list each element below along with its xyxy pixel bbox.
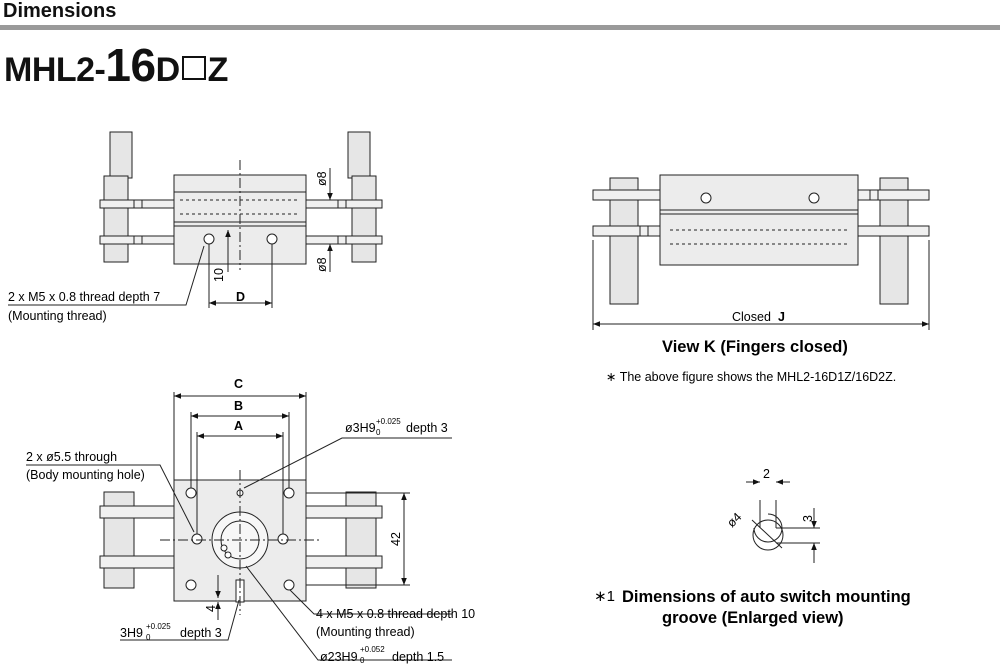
- top-view: [26, 392, 452, 661]
- bore-callout: ø23H9 +0.052 0 depth 1.5: [320, 645, 444, 665]
- section-header: Dimensions: [0, 0, 1000, 34]
- through-callout-line2: (Body mounting hole): [26, 468, 145, 482]
- bore-main: ø23H9: [320, 650, 358, 664]
- model-suffix-z: Z: [207, 51, 229, 89]
- hole-bottom-sup: +0.025: [146, 622, 171, 631]
- dim-d: D: [236, 290, 245, 304]
- vk-body: [659, 174, 859, 266]
- hole-top-depth: depth 3: [406, 421, 448, 435]
- model-option-box: [181, 56, 206, 80]
- hole-top-sub: 0: [376, 428, 381, 437]
- through-callout-line1: 2 x ø5.5 through: [26, 450, 117, 464]
- bore-sup: +0.052: [360, 645, 385, 654]
- left-finger-lower: [103, 175, 129, 263]
- model-prefix: MHL2-: [4, 51, 106, 89]
- view-k-note: ∗ The above figure shows the MHL2-16D1Z/…: [606, 370, 896, 384]
- hole-bottom-depth: depth 3: [180, 626, 222, 640]
- thread-callout-line2: (Mounting thread): [8, 309, 107, 323]
- dim-o8-bottom: ø8: [315, 257, 329, 272]
- closed-dim-j: J: [778, 310, 785, 324]
- header-rule: [0, 25, 1000, 30]
- right-finger-lower: [351, 175, 377, 263]
- thread-callout-line1: 2 x M5 x 0.8 thread depth 7: [8, 290, 160, 304]
- dim-o8-top: ø8: [315, 171, 329, 186]
- dim-b: B: [234, 399, 243, 413]
- right-finger-upper: [347, 131, 371, 179]
- dim-42: 42: [389, 532, 403, 546]
- groove-mark: ∗1: [594, 588, 615, 605]
- groove-dim-o4: ø4: [724, 510, 744, 530]
- closed-label: Closed: [732, 310, 771, 324]
- dim-a: A: [234, 419, 243, 433]
- hole-top-sup: +0.025: [376, 417, 401, 426]
- model-size: 16: [105, 39, 156, 91]
- hole-bottom-callout: 3H9 +0.025 0 depth 3: [120, 622, 222, 642]
- front-view: [8, 131, 383, 308]
- left-finger-upper: [109, 131, 133, 179]
- hole-bottom-main: 3H9: [120, 626, 143, 640]
- dim-10: 10: [212, 268, 226, 282]
- view-k-drawing: [592, 174, 930, 330]
- section-title: Dimensions: [3, 0, 117, 22]
- bore-sub: 0: [360, 656, 365, 665]
- groove-title-line2: groove (Enlarged view): [662, 609, 844, 627]
- groove-title-line1: Dimensions of auto switch mounting: [622, 588, 911, 606]
- view-k-title: View K (Fingers closed): [662, 338, 848, 356]
- thread-hole-left: [203, 233, 215, 245]
- dim-4: 4: [204, 605, 218, 612]
- thread4-callout-line1: 4 x M5 x 0.8 thread depth 10: [316, 607, 475, 621]
- groove-dim-2: 2: [763, 467, 770, 481]
- groove-detail: [746, 479, 820, 563]
- bore-depth: depth 1.5: [392, 650, 444, 664]
- hole-top-callout: ø3H9 +0.025 0 depth 3: [345, 417, 448, 437]
- thread-hole-right: [266, 233, 278, 245]
- hole-top-main: ø3H9: [345, 421, 376, 435]
- thread4-callout-line2: (Mounting thread): [316, 625, 415, 639]
- dim-c: C: [234, 377, 243, 391]
- hole-bottom-sub: 0: [146, 633, 151, 642]
- groove-profile: [753, 500, 820, 544]
- groove-dim-3: 3: [801, 515, 815, 522]
- model-suffix-d: D: [155, 51, 181, 89]
